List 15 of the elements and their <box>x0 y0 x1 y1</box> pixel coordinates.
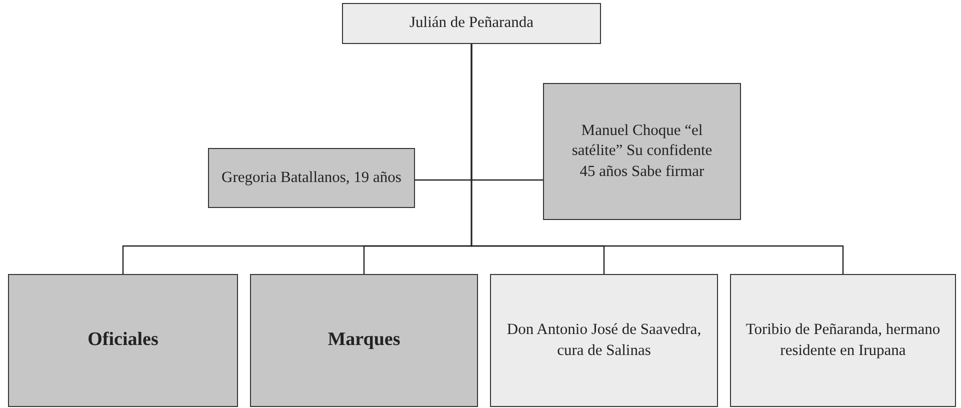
person-box <box>8 274 238 407</box>
person-label: Oficiales <box>88 328 158 352</box>
person-box <box>543 83 741 220</box>
person-label: Don Antonio José de Saavedra, cura de Salinas <box>506 320 702 360</box>
person-box <box>342 3 601 44</box>
person-label: Manuel Choque “el satélite” Su confidente 45 años Sabe firmar <box>570 121 714 182</box>
connector-line <box>470 44 844 274</box>
person-label: Gregoria Batallanos, 19 años <box>222 168 402 188</box>
person-box <box>250 274 478 407</box>
person-box <box>730 274 956 407</box>
person-box <box>208 148 415 208</box>
person-label: Toribio de Peñaranda, hermano residente en Irupana <box>744 320 942 360</box>
person-box <box>490 274 718 407</box>
person-label: Julián de Peñaranda <box>410 13 534 34</box>
person-label: Marques <box>328 328 400 352</box>
